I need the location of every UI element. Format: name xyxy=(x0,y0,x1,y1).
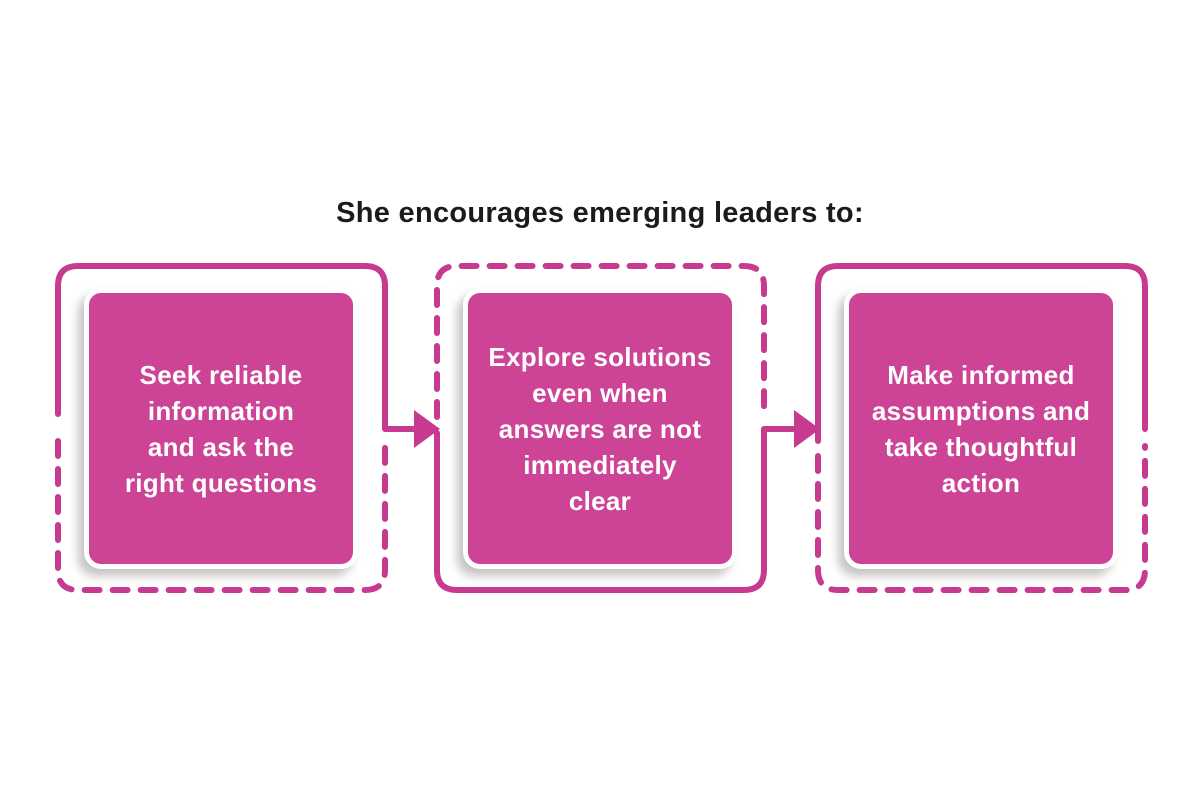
step-2-outline-solid xyxy=(434,426,799,593)
step-1-outline-dashed xyxy=(55,438,388,593)
step-3-outline-dashed xyxy=(815,443,1148,593)
connector-arrow-2-icon xyxy=(794,410,820,448)
step-3-text: Make informed assumptions and take thoug… xyxy=(871,359,1091,498)
connector-arrow-1-icon xyxy=(414,410,440,448)
step-1-text: Seek reliable information and ask the ri… xyxy=(124,359,318,498)
step-card-2: Explore solutions even when answers are … xyxy=(463,288,737,569)
step-1-outline-solid xyxy=(55,263,419,432)
step-2-text: Explore solutions even when answers are … xyxy=(488,341,712,516)
step-3-outline-solid xyxy=(815,263,1148,444)
step-2-outline-dashed xyxy=(434,263,767,420)
diagram-title: She encourages emerging leaders to: xyxy=(336,197,864,229)
step-card-3: Make informed assumptions and take thoug… xyxy=(844,288,1118,569)
step-card-1: Seek reliable information and ask the ri… xyxy=(84,288,358,569)
